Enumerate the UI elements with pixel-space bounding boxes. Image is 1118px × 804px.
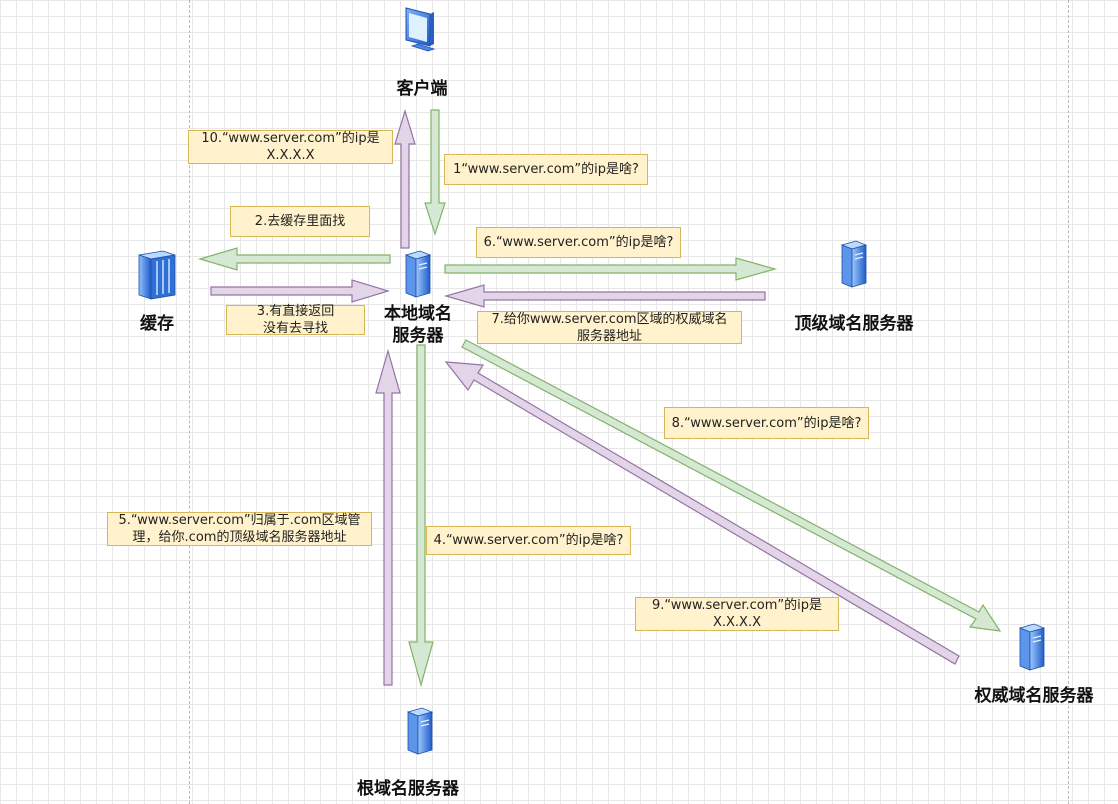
note-step9-line2: X.X.X.X [712, 615, 762, 630]
tld-dns-label: 顶级域名服务器 [794, 314, 914, 334]
note-step6: 6.“www.server.com”的ip是啥? [476, 227, 681, 258]
root-dns-server-icon [404, 706, 434, 756]
arrow-step3-response [210, 279, 391, 303]
note-step7-line2: 服务器地址 [576, 328, 642, 344]
client-label: 客户端 [396, 79, 448, 99]
local-dns-label: 本地域名 服务器 [372, 303, 464, 347]
local-dns-label-line2: 服务器 [392, 326, 444, 346]
note-step9-line1: 9.“www.server.com”的ip是 [652, 598, 822, 613]
note-step10-line1: 10.“www.server.com”的ip是 [201, 131, 380, 146]
arrow-step9-response [444, 361, 960, 665]
cache-label: 缓存 [140, 314, 174, 334]
arrow-step1-request [424, 109, 446, 236]
auth-dns-label: 权威域名服务器 [974, 686, 1094, 706]
arrow-step6-request [444, 257, 778, 281]
arrow-step8-request [461, 339, 1002, 632]
arrow-step10-response [394, 108, 416, 249]
arrow-step4-request [408, 344, 434, 688]
note-step4: 4.“www.server.com”的ip是啥? [426, 526, 631, 555]
note-step5-line2: 理，给你.com的顶级域名服务器地址 [132, 530, 347, 545]
note-step3-line2: 没有去寻找 [262, 321, 328, 336]
note-step7-line1: 7.给你www.server.com区域的权威域名 [491, 311, 728, 327]
note-step5: 5.“www.server.com”归属于.com区域管 理，给你.com的顶级… [107, 512, 372, 546]
desktop-monitor-icon [402, 6, 438, 56]
arrow-step7-response [443, 284, 766, 308]
note-step10: 10.“www.server.com”的ip是 X.X.X.X [188, 130, 393, 164]
arrow-step5-response [375, 348, 401, 686]
auth-dns-server-icon [1016, 622, 1046, 672]
local-dns-server-icon [402, 249, 432, 299]
note-step1: 1“www.server.com”的ip是啥? [444, 154, 648, 185]
note-step3: 3.有直接返回 没有去寻找 [226, 304, 365, 336]
local-dns-label-line1: 本地域名 [384, 304, 452, 324]
page-guide-right [1068, 0, 1069, 804]
tld-dns-server-icon [838, 239, 868, 289]
root-dns-label: 根域名服务器 [357, 779, 459, 799]
note-step2: 2.去缓存里面找 [230, 206, 370, 237]
note-step7: 7.给你www.server.com区域的权威域名 服务器地址 [477, 311, 742, 344]
note-step3-line1: 3.有直接返回 [256, 304, 335, 319]
cache-server-icon [137, 249, 177, 301]
note-step5-line1: 5.“www.server.com”归属于.com区域管 [118, 513, 361, 528]
note-step8: 8.“www.server.com”的ip是啥? [664, 407, 869, 439]
page-guide-left [189, 0, 190, 804]
arrow-step2-request [197, 247, 391, 271]
note-step10-line2: X.X.X.X [266, 148, 315, 163]
note-step9: 9.“www.server.com”的ip是 X.X.X.X [635, 597, 839, 631]
